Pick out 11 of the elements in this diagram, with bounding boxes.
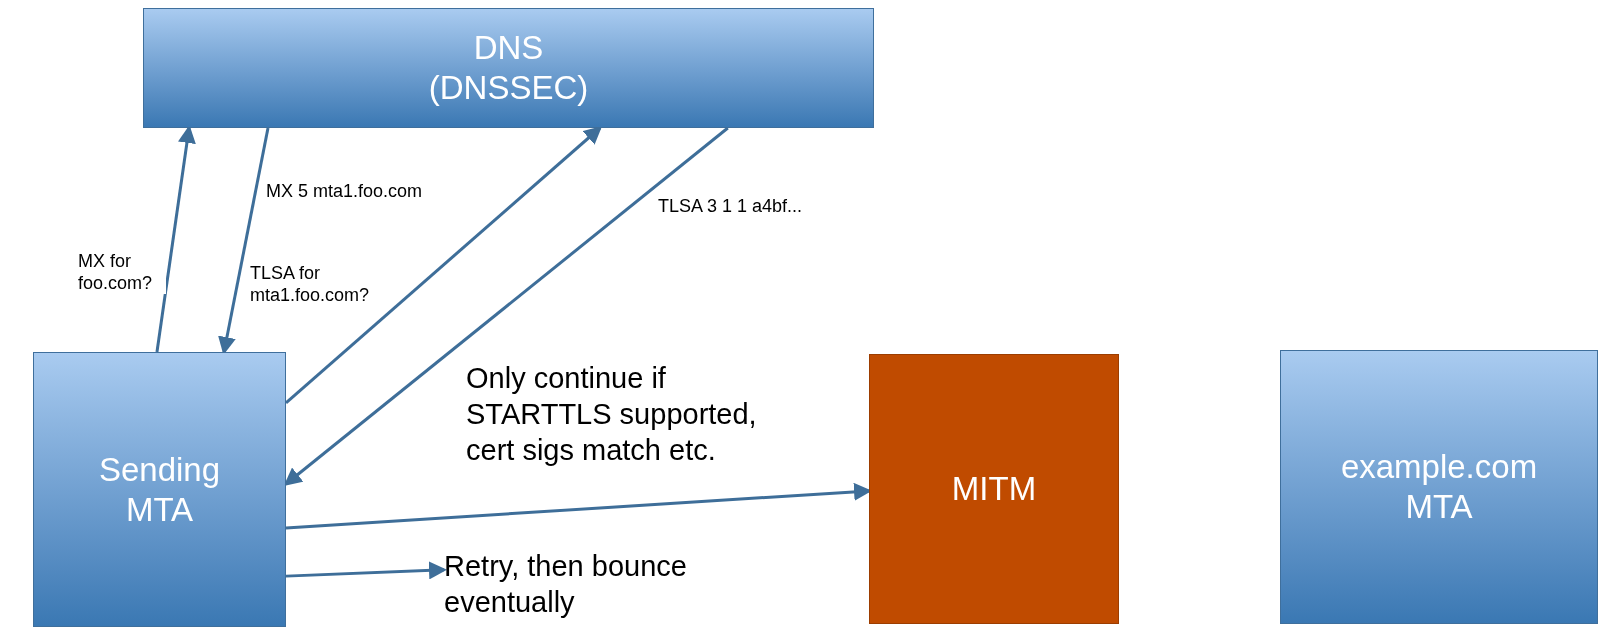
process-box [1280, 350, 1598, 624]
process-box [869, 354, 1119, 624]
process-box [143, 8, 874, 128]
process-box [33, 352, 286, 627]
note-text: Retry, then bounce eventually [444, 549, 688, 620]
box-label: MITM [951, 469, 1037, 509]
arrow [285, 126, 603, 404]
box-label: example.com MTA [1339, 447, 1539, 527]
box-label: DNS (DNSSEC) [427, 28, 590, 108]
box-label: Sending MTA [97, 449, 222, 530]
arrow [285, 561, 447, 580]
